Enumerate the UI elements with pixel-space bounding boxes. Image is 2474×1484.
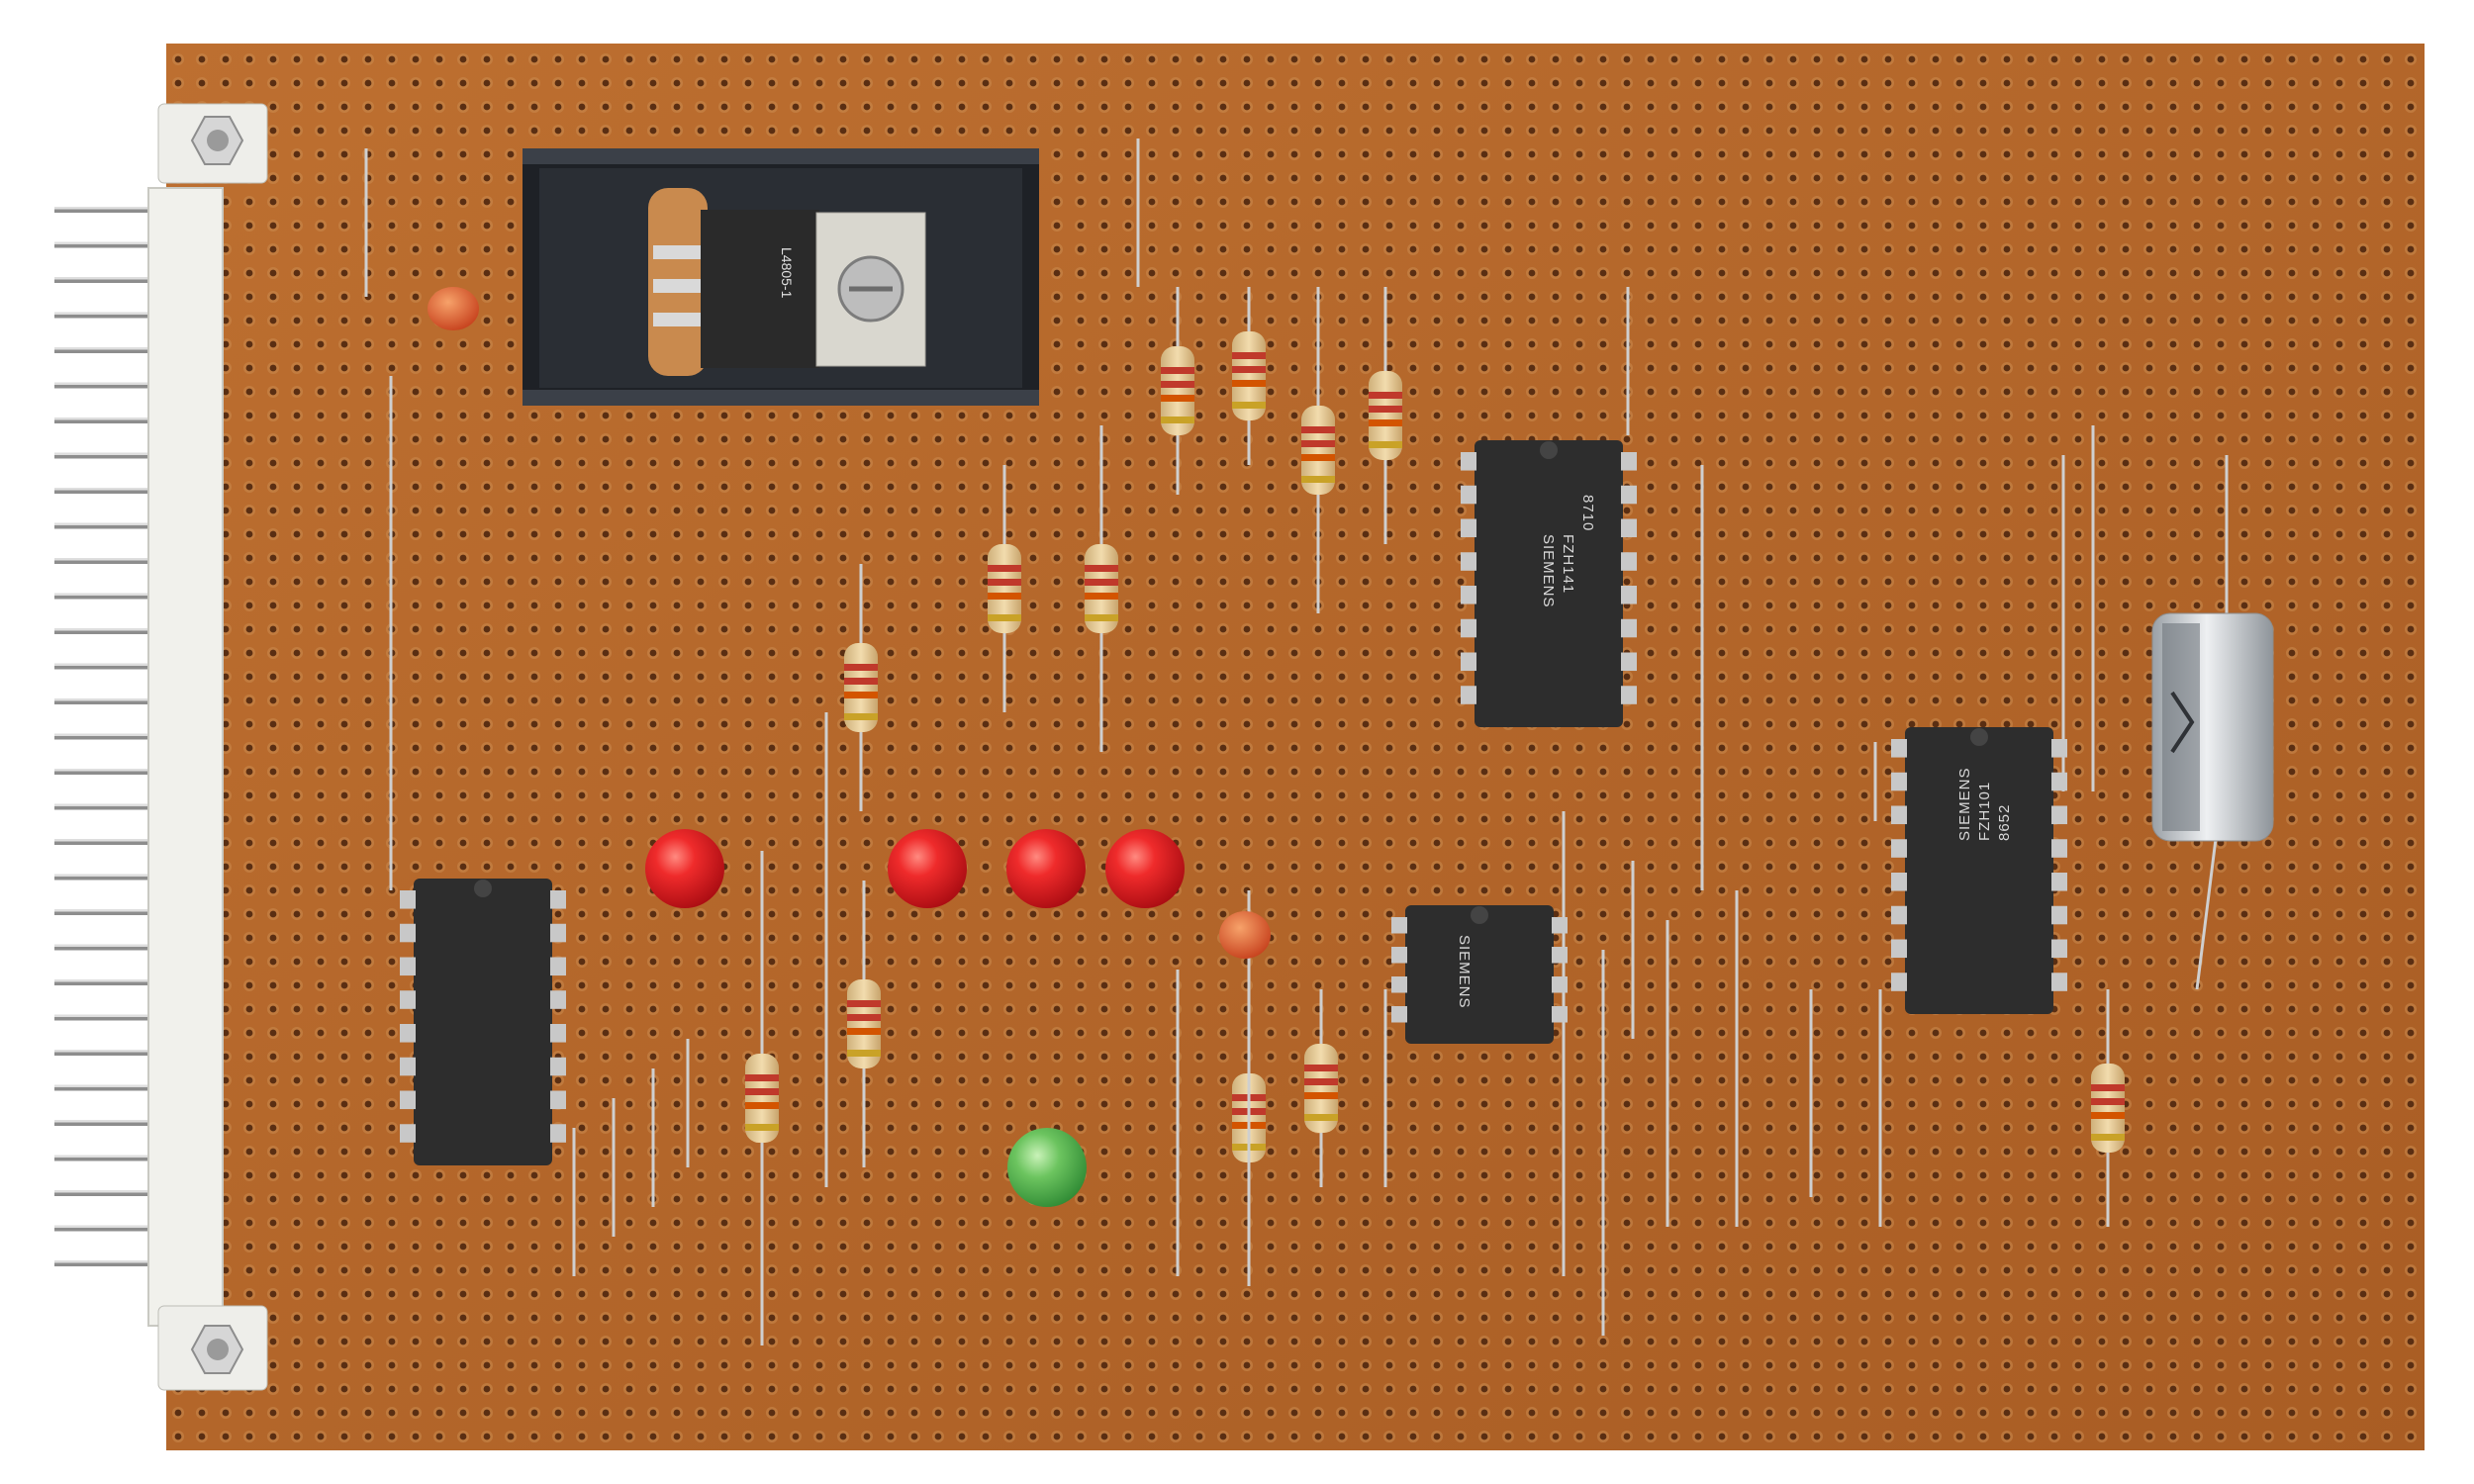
ic-pin (1891, 939, 1907, 959)
voltage-regulator: L4805-1 (648, 188, 926, 376)
ceramic-capacitor-top (428, 287, 479, 330)
resistor (1085, 425, 1118, 752)
ic-pin (1891, 805, 1907, 825)
mounting-screw-top (190, 116, 244, 165)
ic-2-line1: SIEMENS (1956, 767, 1973, 841)
ic-pin (550, 1057, 566, 1076)
resistor (988, 465, 1021, 712)
ic-pin (550, 890, 566, 909)
ic-pin (1891, 873, 1907, 891)
ic-pin (1621, 485, 1637, 505)
ic-pin (1461, 518, 1476, 538)
ic-pin (1891, 739, 1907, 758)
ic-pin (1552, 1006, 1568, 1023)
ic-pin (1621, 686, 1637, 704)
ic-pin (1552, 947, 1568, 964)
resistor (745, 851, 779, 1345)
ic-pin (400, 890, 416, 909)
green-led (1007, 1128, 1087, 1207)
ic-pin (1621, 452, 1637, 471)
ic-pin (1891, 905, 1907, 925)
ic-pin (1461, 686, 1476, 704)
resistors (745, 287, 2125, 1345)
ic-pin (1552, 976, 1568, 993)
ic-pin (400, 1057, 416, 1076)
red-led-4 (1105, 829, 1185, 908)
ic-chip-1: SIEMENS FZH141 8710 (1461, 440, 1637, 727)
ic-pin (550, 1090, 566, 1110)
red-led-2 (888, 829, 967, 908)
ic-pin (2051, 772, 2067, 791)
ic-pin (550, 923, 566, 943)
ic-pin (1891, 772, 1907, 791)
circuit-board (166, 44, 2425, 1450)
ic-pin (550, 1024, 566, 1043)
resistor (2091, 989, 2125, 1227)
ic-pin (2051, 739, 2067, 758)
ic-pin (1461, 485, 1476, 505)
ic-pin (1461, 652, 1476, 672)
resistor (1161, 287, 1194, 495)
ic-pin (2051, 839, 2067, 858)
ic-pin (2051, 905, 2067, 925)
ic-pin (1552, 917, 1568, 934)
resistor (1369, 287, 1402, 544)
ic-2-line2: FZH101 (1976, 782, 1993, 841)
ic-pin (1621, 552, 1637, 571)
resistor (1232, 287, 1266, 465)
ic-pin (550, 1124, 566, 1143)
ic-pin (1461, 586, 1476, 604)
regulator-label: L4805-1 (779, 247, 795, 299)
ic-3-line1: SIEMENS (1456, 935, 1473, 1009)
ic-pin (1621, 518, 1637, 538)
red-led-3 (1006, 829, 1086, 908)
ic-pin (1461, 552, 1476, 571)
ceramic-capacitor-middle (1219, 890, 1271, 1286)
ic-1-line2: FZH141 (1560, 534, 1576, 594)
ic-chip-4 (400, 879, 566, 1165)
ic-chip-3: SIEMENS (1391, 905, 1568, 1044)
ic-pin (400, 923, 416, 943)
resistor (1301, 287, 1335, 613)
ic-pin (2051, 939, 2067, 959)
ic-pin (2051, 873, 2067, 891)
ic-pin (400, 1124, 416, 1143)
ic-pin (1621, 652, 1637, 672)
ic-pin (400, 957, 416, 976)
ic-chip-2: SIEMENS FZH101 8652 (1891, 727, 2067, 1014)
ic-pin (1391, 917, 1407, 934)
mounting-screw-bottom (190, 1325, 244, 1374)
red-led-1 (645, 829, 724, 908)
ic-pin (550, 990, 566, 1009)
resistor (1304, 989, 1338, 1187)
ic-pin (400, 990, 416, 1009)
ic-pin (400, 1090, 416, 1110)
ic-pin (1891, 839, 1907, 858)
edge-connector (147, 103, 268, 1391)
ic-pin (400, 1024, 416, 1043)
ic-pin (1391, 1006, 1407, 1023)
ic-pin (2051, 805, 2067, 825)
ic-pin (1891, 973, 1907, 991)
ic-pin (1621, 586, 1637, 604)
ic-pin (2051, 973, 2067, 991)
ic-pin (1461, 618, 1476, 638)
resistor (844, 564, 878, 811)
electrolytic-capacitor (2151, 455, 2274, 990)
ic-pin (1391, 947, 1407, 964)
jumper-wires (364, 139, 2095, 1336)
ic-pin (1391, 976, 1407, 993)
ic-pin (1621, 618, 1637, 638)
ic-1-line1: SIEMENS (1540, 534, 1557, 608)
ic-1-line3: 8710 (1579, 495, 1596, 531)
ic-pin (550, 957, 566, 976)
resistor (847, 881, 881, 1167)
leds (645, 829, 1185, 1207)
ic-pin (1461, 452, 1476, 471)
ic-2-line3: 8652 (1996, 804, 2013, 841)
